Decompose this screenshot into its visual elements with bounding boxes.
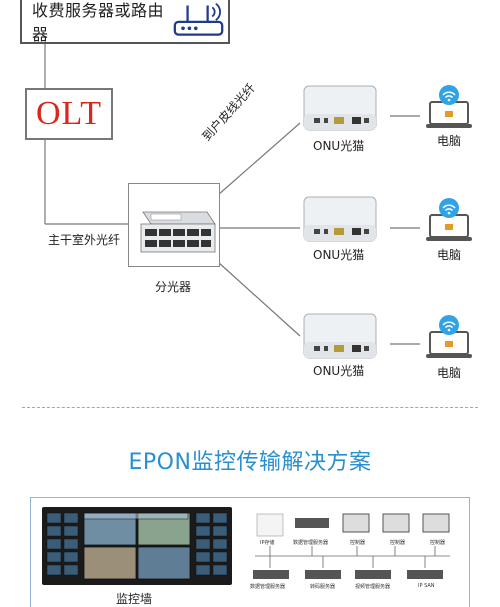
server-icon [253, 570, 289, 579]
onu-label: ONU光猫 [313, 248, 365, 262]
onu-label: ONU光猫 [313, 139, 365, 153]
ip-storage-icon [256, 513, 284, 537]
device-label: 数据管理服务器 [293, 540, 329, 546]
network-topology [253, 513, 450, 579]
pc-unit [424, 197, 474, 247]
section-title: EPON监控传输解决方案 [128, 450, 372, 475]
monitor-icon [422, 513, 450, 533]
section-divider [22, 407, 478, 408]
pc-label: 电脑 [437, 134, 462, 148]
device-label: 数据管理服务器 [250, 584, 286, 590]
server-icon [355, 570, 391, 579]
device-label: 控制器 [390, 540, 406, 546]
pc-label: 电脑 [437, 366, 462, 380]
trunk-fiber-label: 主干室外光纤 [48, 233, 121, 247]
laptop-wifi-icon [426, 315, 472, 358]
device-label: IP SAN [418, 583, 435, 589]
splitter-device-icon [140, 211, 216, 253]
server-router-box: 收费服务器或路由器 [20, 0, 230, 44]
splitter-box [128, 183, 220, 267]
monitor-icon [342, 513, 370, 533]
device-label: IP存储 [260, 540, 275, 546]
monitor-wall-image [42, 507, 232, 585]
onu-modem-icon [303, 313, 377, 359]
monitor-wall-label: 监控墙 [116, 592, 153, 606]
device-label: 控制器 [350, 540, 366, 546]
onu-modem-icon [303, 196, 377, 242]
pc-label: 电脑 [437, 248, 462, 262]
device-label: 视频管理服务器 [355, 584, 391, 590]
pc-unit [424, 84, 474, 134]
onu-unit [300, 312, 380, 360]
server-icon [295, 518, 329, 528]
splitter-label: 分光器 [155, 280, 192, 294]
server-router-label: 收费服务器或路由器 [32, 1, 165, 44]
laptop-wifi-icon [426, 198, 472, 241]
pc-unit [424, 314, 474, 364]
olt-box: OLT [25, 88, 113, 140]
device-label: 转码服务器 [310, 584, 336, 590]
onu-unit [300, 84, 380, 132]
onu-modem-icon [303, 85, 377, 131]
server-icon [407, 570, 443, 579]
olt-label: OLT [36, 95, 102, 132]
onu-unit [300, 195, 380, 243]
device-label: 控制器 [430, 540, 446, 546]
monitor-icon [382, 513, 410, 533]
onu-label: ONU光猫 [313, 364, 365, 378]
server-icon [305, 570, 341, 579]
router-icon [174, 2, 224, 36]
laptop-wifi-icon [426, 85, 472, 128]
connection-lines [44, 44, 420, 345]
